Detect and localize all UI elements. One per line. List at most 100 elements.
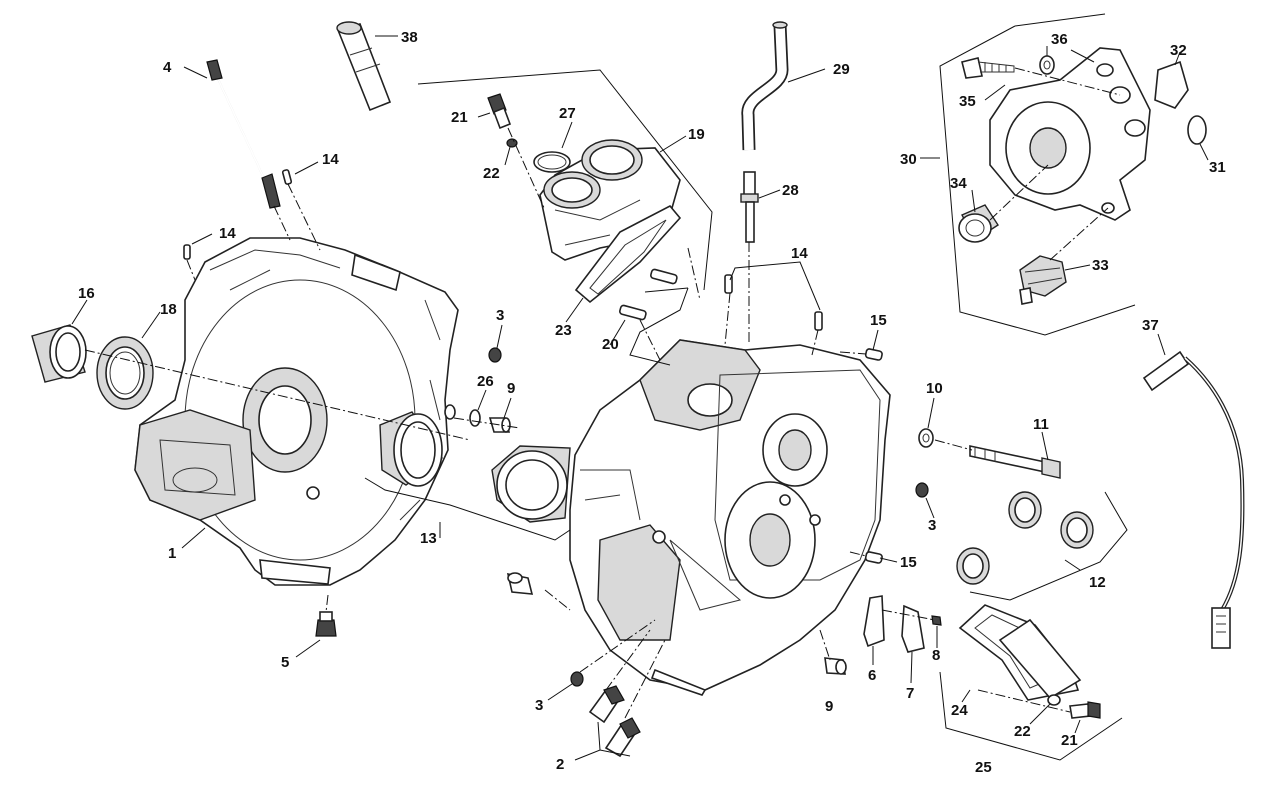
callout-14-a: 14 (322, 151, 339, 168)
sensor-33 (1019, 255, 1067, 305)
callout-20: 20 (602, 336, 619, 353)
center-lines (84, 67, 1121, 719)
callout-1: 1 (168, 545, 176, 562)
stud-4 (206, 59, 281, 209)
leader-lines (71, 35, 1209, 761)
cover-plate-24 (958, 604, 1082, 701)
pin-15-top (864, 348, 883, 361)
callout-18: 18 (160, 301, 177, 318)
callout-6: 6 (868, 667, 876, 684)
bolt-21-bottom (1069, 701, 1101, 719)
callout-labels: 1 2 3 3 3 4 5 6 7 8 9 9 10 11 12 13 14 1… (78, 29, 1226, 776)
oil-seal-18 (96, 336, 154, 410)
nut-3-bottom (570, 671, 584, 687)
callout-4: 4 (163, 59, 172, 76)
group-bracket-30 (939, 13, 1136, 336)
bearing-12-c (956, 547, 990, 585)
oil-filter-mount-30 (989, 47, 1151, 221)
callout-26: 26 (477, 373, 494, 390)
washer-26 (444, 404, 481, 427)
adapter-34 (958, 204, 999, 243)
clip-6 (863, 595, 885, 648)
bearing-13-left (379, 411, 443, 487)
sleeve-9-bottom (824, 657, 847, 675)
callout-2: 2 (556, 756, 564, 773)
gasket-27 (533, 151, 571, 173)
callout-5: 5 (281, 654, 289, 671)
bolt-21-top (487, 93, 512, 130)
group-bracket-25 (939, 671, 1123, 761)
callout-15-top: 15 (870, 312, 887, 329)
callout-12: 12 (1089, 574, 1106, 591)
fitting-2-b (604, 717, 641, 758)
callout-38: 38 (401, 29, 418, 46)
callout-22-top: 22 (483, 165, 500, 182)
nut-3-top (488, 347, 502, 363)
group-bracket-19 (417, 69, 713, 291)
callout-19: 19 (688, 126, 705, 143)
callout-3-top: 3 (496, 307, 504, 324)
screw-35 (961, 57, 1015, 79)
breather-fitting-28 (740, 171, 759, 243)
callout-3-right: 3 (928, 517, 936, 534)
callout-25: 25 (975, 759, 992, 776)
oring-31 (1187, 115, 1207, 145)
bearing-12-a (1008, 491, 1042, 529)
callout-37: 37 (1142, 317, 1159, 334)
callout-3-bottom: 3 (535, 697, 543, 714)
left-crankcase-half (134, 237, 459, 586)
bolt-11 (969, 445, 1061, 479)
right-crankcase-half (569, 339, 891, 696)
callout-35: 35 (959, 93, 976, 110)
fitting-upper (506, 572, 534, 595)
oring-32 (1154, 60, 1189, 109)
sleeve-9-top (488, 417, 511, 433)
callout-9-top: 9 (507, 380, 515, 397)
pin-15-bottom (864, 551, 883, 564)
callout-13: 13 (420, 530, 437, 547)
washer-22-top (506, 138, 518, 148)
drain-plug-5 (315, 611, 337, 637)
callout-21-bottom: 21 (1061, 732, 1078, 749)
dowel-14-d (814, 311, 823, 331)
callout-10: 10 (926, 380, 943, 397)
callout-14-b: 14 (219, 225, 236, 242)
callout-31: 31 (1209, 159, 1226, 176)
callout-8: 8 (932, 647, 940, 664)
callout-16: 16 (78, 285, 95, 302)
callout-27: 27 (559, 105, 576, 122)
callout-32: 32 (1170, 42, 1187, 59)
gasket-23 (574, 204, 682, 304)
callout-30: 30 (900, 151, 917, 168)
bearing-16 (31, 324, 87, 383)
sensor-harness-37 (1142, 350, 1245, 649)
dowel-20-b (619, 304, 647, 321)
callout-33: 33 (1092, 257, 1109, 274)
callout-34: 34 (950, 175, 967, 192)
callout-15-bottom: 15 (900, 554, 917, 571)
nut-3-right (915, 482, 929, 498)
dowel-14-a (281, 169, 293, 185)
callout-11: 11 (1033, 416, 1049, 433)
callout-22-bottom: 22 (1014, 723, 1031, 740)
group-bracket-13 (364, 477, 571, 541)
dowel-20-a (650, 268, 678, 285)
callout-24: 24 (951, 702, 968, 719)
fitting-2-a (588, 685, 625, 724)
group-bracket-20 (629, 287, 689, 366)
washer-22-bottom (1047, 694, 1061, 706)
callout-29: 29 (833, 61, 850, 78)
washer-10 (918, 428, 934, 448)
tappet-38 (336, 21, 392, 112)
screw-8 (931, 615, 942, 626)
breather-tube-29 (741, 21, 789, 151)
callout-36: 36 (1051, 31, 1068, 48)
callout-9-bottom: 9 (825, 698, 833, 715)
clip-7 (901, 604, 925, 653)
group-bracket-12 (969, 491, 1128, 601)
callout-23: 23 (555, 322, 572, 339)
callout-7: 7 (906, 685, 914, 702)
callout-28: 28 (782, 182, 799, 199)
washer-36 (1039, 55, 1055, 75)
